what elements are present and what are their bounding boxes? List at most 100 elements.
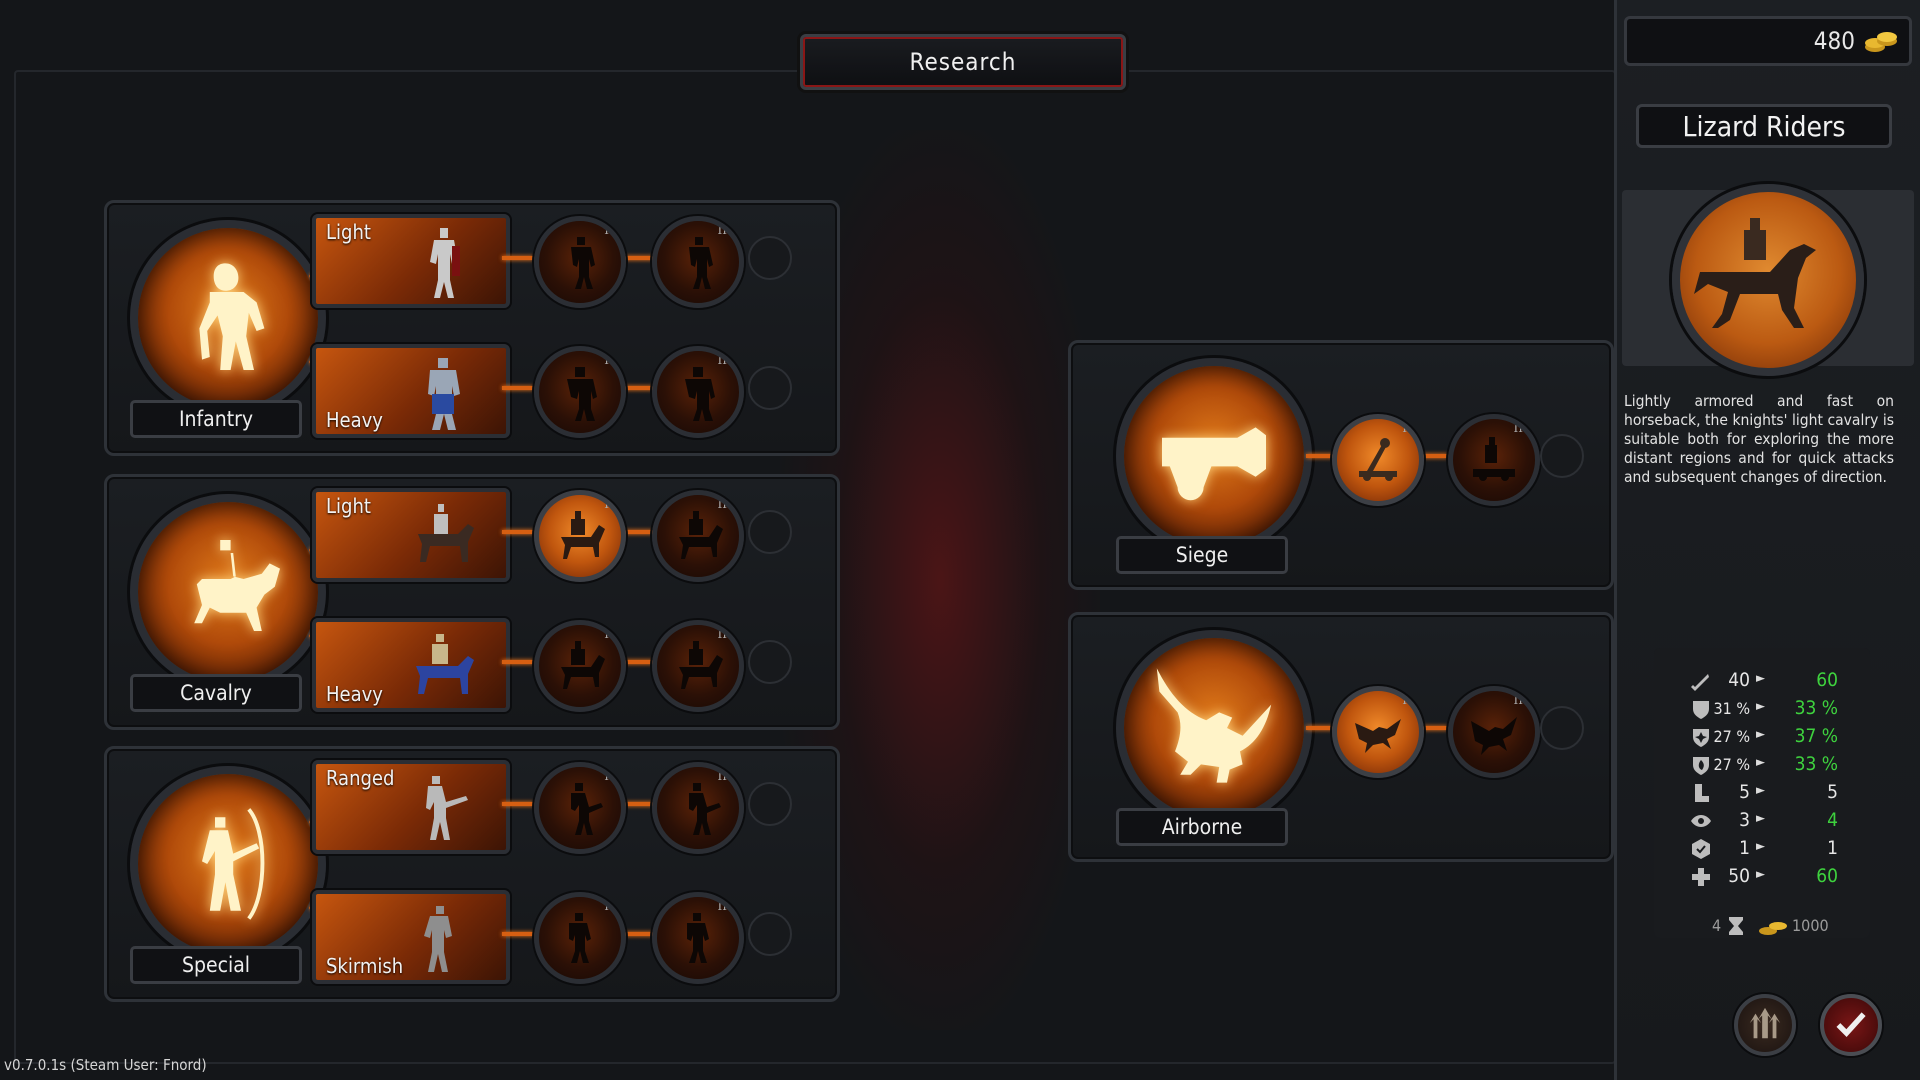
connector <box>1306 454 1334 458</box>
locked-slot <box>748 912 792 956</box>
unit-silhouette-icon <box>569 913 591 963</box>
selected-unit-name: Lizard Riders <box>1636 104 1892 148</box>
unit-card-special-ranged[interactable]: Ranged <box>312 760 510 854</box>
category-label-airborne: Airborne <box>1116 808 1288 846</box>
unit-silhouette-icon <box>689 783 721 835</box>
tier-label: II <box>1513 693 1523 707</box>
connector <box>622 802 654 806</box>
light-cavalry-icon <box>418 504 474 562</box>
tier-label: II <box>717 899 727 913</box>
cavalry-category-button[interactable] <box>130 494 326 690</box>
unit-card-cavalry-heavy[interactable]: Heavy <box>312 618 510 712</box>
category-label-special: Special <box>130 946 302 984</box>
tier-label: II <box>717 497 727 511</box>
flying-creature-icon <box>1355 719 1401 753</box>
unit-card-infantry-heavy[interactable]: Heavy <box>312 344 510 438</box>
tier-label: II <box>717 223 727 237</box>
tier-label: I <box>604 497 609 511</box>
stat-new-value: 1 <box>1827 837 1838 859</box>
locked-slot <box>1540 434 1584 478</box>
infantry-category-button[interactable] <box>130 220 326 416</box>
stat-row-movement: 5 ► 5 <box>1654 780 1870 806</box>
confirm-button[interactable] <box>1820 994 1882 1056</box>
research-node-infantry-heavy-1[interactable]: I <box>534 346 626 438</box>
pierce-shield-icon <box>1693 729 1709 747</box>
unit-label: Heavy <box>326 408 383 432</box>
unit-label: Light <box>326 494 371 518</box>
research-node-cavalry-light-2[interactable]: II <box>652 490 744 582</box>
category-label-cavalry: Cavalry <box>130 674 302 712</box>
unit-silhouette-icon <box>571 783 603 835</box>
special-category-button[interactable] <box>130 766 326 962</box>
flying-silhouette-icon <box>1471 717 1517 755</box>
stat-old-value: 3 <box>1739 809 1750 831</box>
stat-new-value: 37 % <box>1794 725 1838 747</box>
checkmark-icon <box>1836 1012 1866 1038</box>
stat-row-sight: 3 ► 4 <box>1654 808 1870 834</box>
stat-new-value: 60 <box>1816 669 1838 691</box>
arrow-right-icon: ► <box>1756 755 1765 770</box>
eye-icon <box>1691 815 1711 827</box>
stat-old-value: 50 <box>1728 865 1750 887</box>
research-node-infantry-light-2[interactable]: II <box>652 216 744 308</box>
connector <box>502 660 534 664</box>
unit-silhouette-icon <box>571 237 595 289</box>
gold-coins-icon <box>1759 922 1787 935</box>
siege-category-button[interactable] <box>1116 358 1312 554</box>
sword-icon <box>1691 674 1709 691</box>
griffin-icon <box>1156 668 1272 783</box>
arrow-right-icon: ► <box>1756 811 1765 826</box>
research-node-cavalry-heavy-2[interactable]: II <box>652 620 744 712</box>
stat-row-defense: 31 % ► 33 % <box>1654 696 1870 722</box>
tier-label: II <box>717 627 727 641</box>
research-node-lizard-riders[interactable]: I <box>534 490 626 582</box>
research-node-special-skirmish-1[interactable]: I <box>534 892 626 984</box>
stat-old-value: 31 % <box>1713 699 1750 718</box>
connector <box>622 660 654 664</box>
connector <box>1420 726 1448 730</box>
arrow-right-icon: ► <box>1756 699 1765 714</box>
research-node-infantry-heavy-2[interactable]: II <box>652 346 744 438</box>
upgrade-button[interactable] <box>1734 994 1796 1056</box>
stat-new-value: 5 <box>1827 781 1838 803</box>
lizard-rider-icon <box>1694 218 1816 328</box>
research-node-special-ranged-2[interactable]: II <box>652 762 744 854</box>
locked-slot <box>748 640 792 684</box>
stat-new-value: 60 <box>1816 865 1838 887</box>
unit-silhouette-icon <box>567 367 597 421</box>
heavy-knight-icon <box>428 358 460 430</box>
research-node-cavalry-heavy-1[interactable]: I <box>534 620 626 712</box>
cost-turns: 4 <box>1712 916 1722 935</box>
locked-slot <box>748 510 792 554</box>
arrow-right-icon: ► <box>1756 839 1765 854</box>
research-node-siege-2[interactable]: II <box>1448 414 1540 506</box>
unit-silhouette-icon <box>679 641 723 689</box>
stat-new-value: 4 <box>1827 809 1838 831</box>
connector <box>502 802 534 806</box>
unit-silhouette-icon <box>689 237 713 289</box>
research-node-airborne-2[interactable]: II <box>1448 686 1540 778</box>
research-node-infantry-light-1[interactable]: I <box>534 216 626 308</box>
research-node-special-skirmish-2[interactable]: II <box>652 892 744 984</box>
gold-counter: 480 <box>1624 16 1912 66</box>
locked-slot <box>1540 706 1584 750</box>
unit-card-cavalry-light[interactable]: Light <box>312 488 510 582</box>
research-node-special-ranged-1[interactable]: I <box>534 762 626 854</box>
unit-card-infantry-light[interactable]: Light <box>312 214 510 308</box>
unit-silhouette-icon <box>561 641 605 689</box>
research-node-airborne-1[interactable]: I <box>1332 686 1424 778</box>
stat-new-value: 33 % <box>1794 697 1838 719</box>
connector <box>502 530 534 534</box>
connector <box>502 932 534 936</box>
category-label-siege: Siege <box>1116 536 1288 574</box>
research-node-siege-1[interactable]: I <box>1332 414 1424 506</box>
airborne-category-button[interactable] <box>1116 630 1312 826</box>
unit-card-special-skirmish[interactable]: Skirmish <box>312 890 510 984</box>
stat-row-pierce-resistance: 27 % ► 37 % <box>1654 724 1870 750</box>
stat-new-value: 33 % <box>1794 753 1838 775</box>
tier-label: II <box>1513 421 1523 435</box>
arrow-right-icon: ► <box>1756 867 1765 882</box>
shield-icon <box>1693 701 1709 719</box>
connector <box>622 256 654 260</box>
tier-label: I <box>604 627 609 641</box>
